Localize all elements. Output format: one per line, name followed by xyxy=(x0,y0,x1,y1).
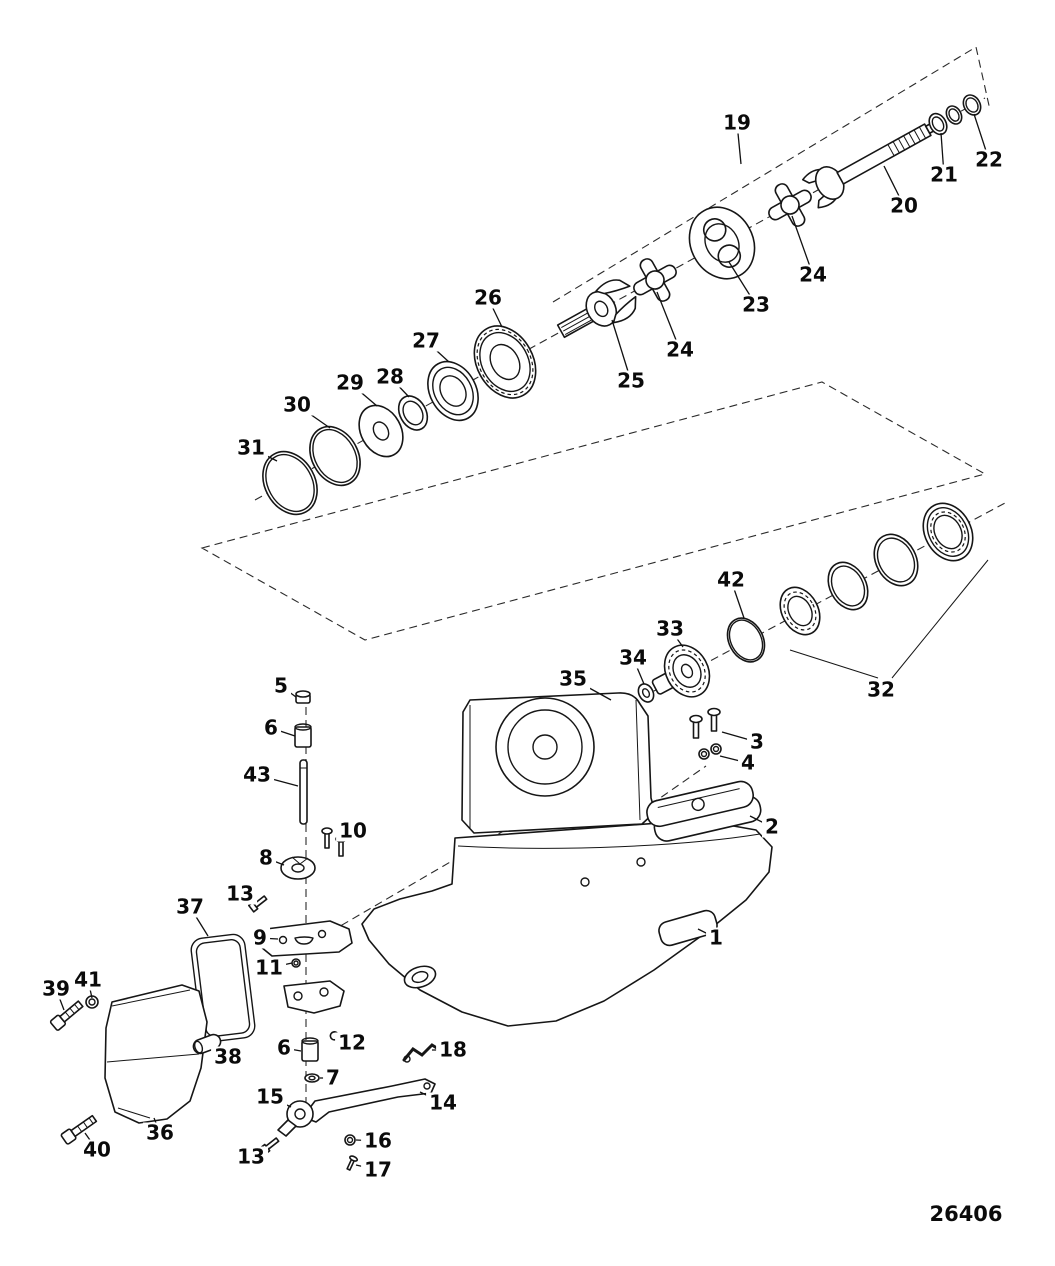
callout-12: 12 xyxy=(335,1032,369,1054)
race-ring-32b xyxy=(827,561,869,611)
clip-18 xyxy=(402,1043,442,1063)
callout-6: 6 xyxy=(261,717,281,739)
cover-36 xyxy=(104,984,208,1124)
callout-3: 3 xyxy=(747,731,767,753)
u-joint-cross-24a xyxy=(768,183,812,227)
callout-36: 36 xyxy=(143,1122,177,1144)
bushing-6b xyxy=(301,1037,319,1062)
gimbal-housing xyxy=(361,692,773,1027)
anode-plate-2 xyxy=(646,780,762,842)
plate-9 xyxy=(260,920,353,957)
retaining-ring-21b xyxy=(945,105,963,125)
callout-23: 23 xyxy=(739,294,773,316)
retaining-ring-22 xyxy=(962,94,982,116)
washer-29 xyxy=(358,404,404,458)
yoke-25 xyxy=(556,279,637,339)
bearing-carrier-26 xyxy=(473,325,537,399)
callout-6: 6 xyxy=(274,1037,294,1059)
callout-16: 16 xyxy=(361,1130,395,1152)
callout-2: 2 xyxy=(762,816,782,838)
washer-16 xyxy=(344,1134,356,1146)
screw-5 xyxy=(295,690,311,704)
callout-13: 13 xyxy=(234,1146,268,1168)
o-ring-30 xyxy=(309,425,361,487)
insert-pad-1 xyxy=(658,909,718,947)
callout-24: 24 xyxy=(796,264,830,286)
callout-13: 13 xyxy=(223,883,257,905)
screw-11 xyxy=(291,958,301,968)
race-ring-32c xyxy=(873,533,919,587)
callout-32: 32 xyxy=(864,679,898,701)
callout-21: 21 xyxy=(927,164,961,186)
callout-7: 7 xyxy=(323,1067,343,1089)
screw-17 xyxy=(346,1155,359,1171)
callout-22: 22 xyxy=(972,149,1006,171)
washers-4 xyxy=(698,743,722,760)
cam-8 xyxy=(280,856,316,880)
washer-34 xyxy=(637,683,655,703)
callout-25: 25 xyxy=(614,370,648,392)
callout-17: 17 xyxy=(361,1159,395,1181)
bracket-32 xyxy=(789,559,989,679)
callout-35: 35 xyxy=(556,668,590,690)
callout-1: 1 xyxy=(706,927,726,949)
callout-27: 27 xyxy=(409,330,443,352)
link-15 xyxy=(277,1100,314,1137)
callout-43: 43 xyxy=(240,764,274,786)
callout-26: 26 xyxy=(471,287,505,309)
callout-40: 40 xyxy=(80,1139,114,1161)
callout-24: 24 xyxy=(663,339,697,361)
callout-8: 8 xyxy=(256,847,276,869)
drawing-number: 26406 xyxy=(929,1202,1003,1226)
callout-18: 18 xyxy=(436,1039,470,1061)
bushing-6a xyxy=(294,723,312,748)
bearing-cone-32a xyxy=(779,586,821,636)
center-socket-23 xyxy=(688,206,756,280)
callout-14: 14 xyxy=(426,1092,460,1114)
callout-39: 39 xyxy=(39,978,73,1000)
carrier-ring-27 xyxy=(427,360,479,422)
cam-plate xyxy=(283,980,345,1014)
callout-20: 20 xyxy=(887,195,921,217)
callout-37: 37 xyxy=(173,896,207,918)
u-joint-cross-24b xyxy=(633,258,677,302)
washer-41 xyxy=(85,995,99,1009)
callout-11: 11 xyxy=(252,957,286,979)
callout-29: 29 xyxy=(333,372,367,394)
callout-4: 4 xyxy=(738,752,758,774)
callout-38: 38 xyxy=(211,1046,245,1068)
pinion-gear-33 xyxy=(651,644,711,698)
callout-30: 30 xyxy=(280,394,314,416)
callout-41: 41 xyxy=(71,969,105,991)
callout-28: 28 xyxy=(373,366,407,388)
callout-9: 9 xyxy=(250,927,270,949)
callout-42: 42 xyxy=(714,569,748,591)
bolts-3 xyxy=(689,707,721,739)
callout-5: 5 xyxy=(271,675,291,697)
callout-15: 15 xyxy=(253,1086,287,1108)
pin-43 xyxy=(299,759,308,825)
bolt-40 xyxy=(60,1114,98,1145)
lever-14 xyxy=(302,1078,436,1123)
callout-34: 34 xyxy=(616,647,650,669)
bolt-39 xyxy=(49,1000,84,1031)
washer-7 xyxy=(304,1073,320,1083)
callout-31: 31 xyxy=(234,437,268,459)
o-ring-42 xyxy=(726,617,766,663)
bearing-cup-32d xyxy=(922,502,974,562)
retaining-ring-21a xyxy=(928,112,948,136)
callout-19: 19 xyxy=(720,112,754,134)
callout-10: 10 xyxy=(336,820,370,842)
callout-33: 33 xyxy=(653,618,687,640)
